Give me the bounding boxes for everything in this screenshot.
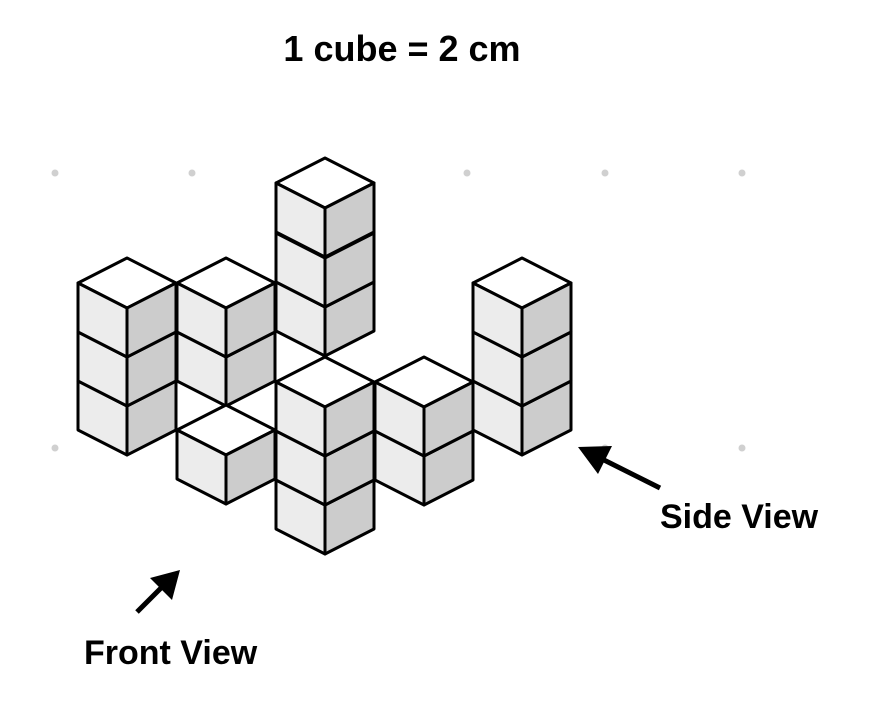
- cube-right-face: [422, 380, 475, 458]
- cube: [274, 156, 376, 259]
- grid-dot: [601, 169, 609, 177]
- diagram-title: 1 cube = 2 cm: [283, 28, 521, 69]
- cube-structure: [76, 156, 573, 556]
- grid-dot: [51, 444, 59, 452]
- cube-right-face: [323, 181, 376, 259]
- grid-dot: [51, 169, 59, 177]
- grid-dot: [738, 169, 746, 177]
- cube: [175, 403, 277, 506]
- grid-dot: [738, 444, 746, 452]
- cube: [175, 256, 277, 359]
- front-view-arrow: [135, 570, 180, 614]
- side-view-arrow: [578, 446, 662, 491]
- cube: [471, 256, 573, 359]
- grid-dot: [188, 169, 196, 177]
- cube: [373, 355, 475, 458]
- cube-right-face: [224, 281, 277, 359]
- side-view-label: Side View: [660, 498, 819, 536]
- cube: [274, 355, 376, 458]
- front-view-label: Front View: [84, 634, 258, 672]
- cube-right-face: [520, 281, 573, 359]
- grid-dot: [463, 169, 471, 177]
